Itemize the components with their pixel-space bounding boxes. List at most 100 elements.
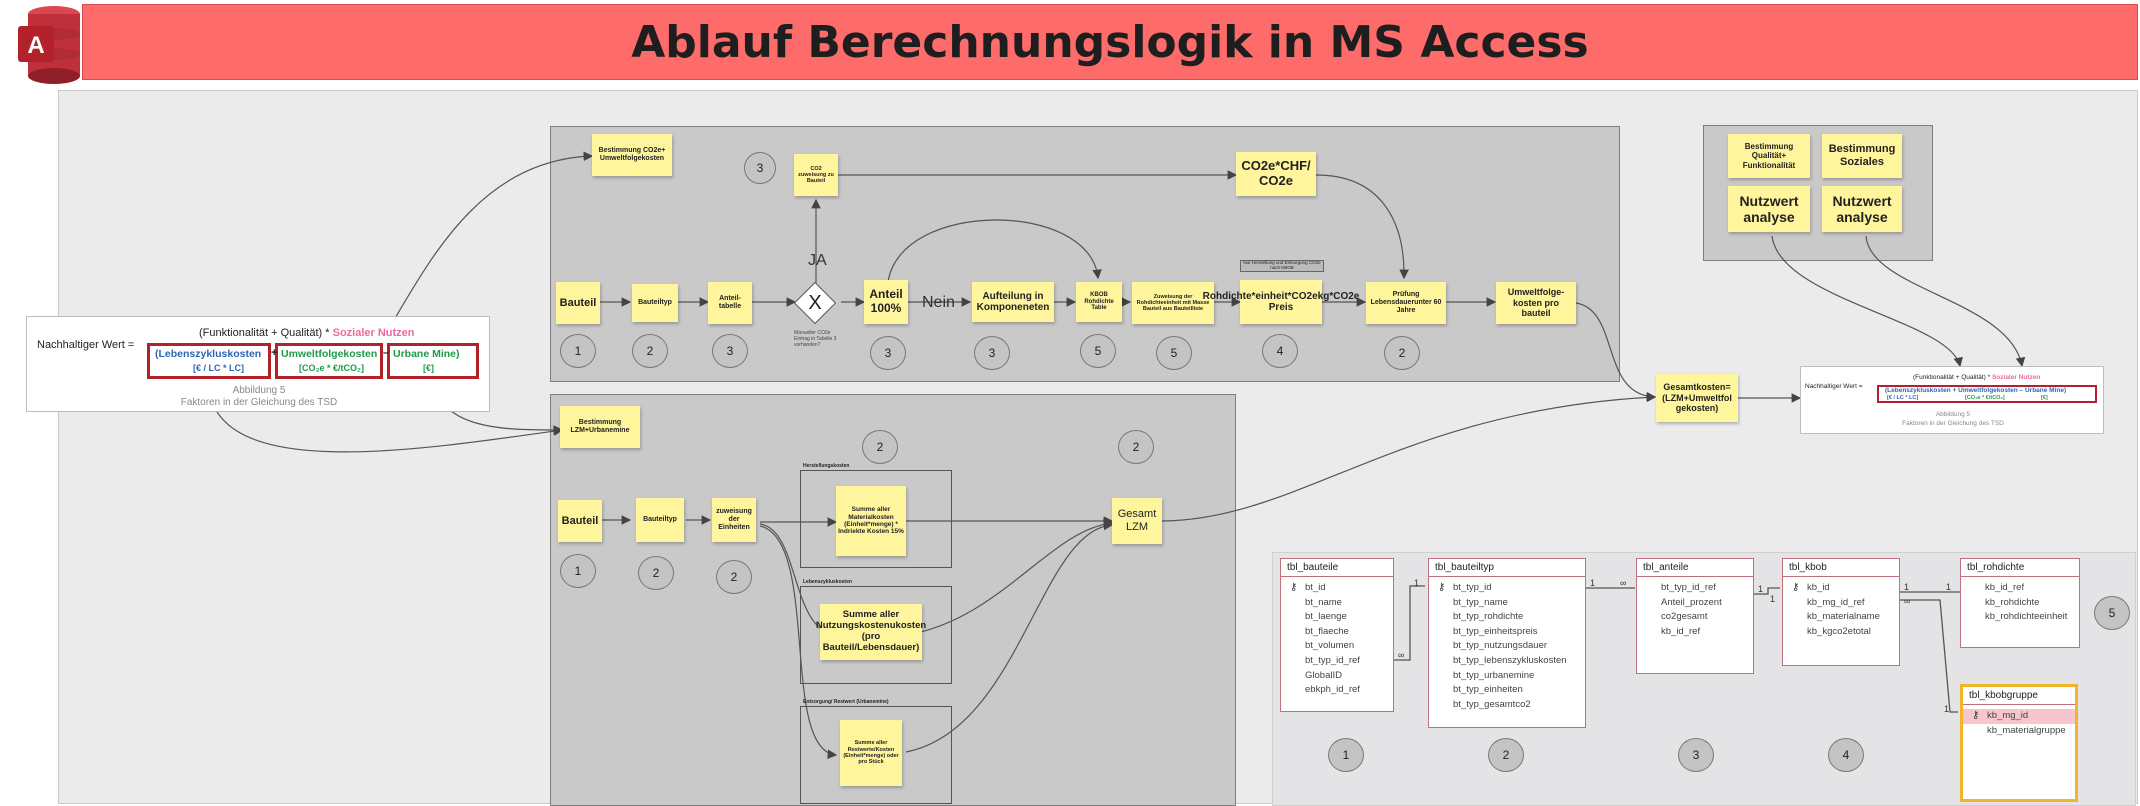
formula-unit-1: [€ / LC * LC] xyxy=(193,363,244,373)
db-field: bt_typ_lebenszykluskosten xyxy=(1453,654,1567,666)
note-kbob-table: KBOB Rohdichte Table xyxy=(1076,282,1122,322)
step-circle: 3 xyxy=(870,336,906,370)
note-rohdichte: Rohdichte*einheit*CO2ekg*CO2e Preis xyxy=(1203,280,1359,324)
step-circle: 4 xyxy=(1262,334,1298,368)
step-circle: 2 xyxy=(862,430,898,464)
note-pruefung: Prüfung Lebensdauerunter 60 Jahre xyxy=(1366,282,1446,324)
step-circle: 5 xyxy=(1080,334,1116,368)
note-zuweisung-einheiten: zuweisung der Einheiten xyxy=(712,498,756,542)
db-table-tbl_bauteile: tbl_bauteilebt_idbt_namebt_laengebt_flae… xyxy=(1280,558,1394,712)
note-anteil-100: Anteil 100% xyxy=(864,280,908,324)
step-circle: 2 xyxy=(1118,430,1154,464)
db-table-name: tbl_bauteile xyxy=(1281,559,1393,577)
relation-one: 1 xyxy=(1414,578,1420,588)
note-bestimmung-lzm: Bestimmung LZM+Urbanemine xyxy=(560,406,640,448)
label-nein: Nein xyxy=(922,294,955,311)
step-circle: 5 xyxy=(1156,336,1192,370)
note-gesamtkosten: Gesamtkosten= (LZM+Umweltfol gekosten) xyxy=(1656,374,1738,422)
db-field: bt_flaeche xyxy=(1305,625,1349,637)
formula-term-box-1 xyxy=(147,343,271,379)
formula-term-box-3 xyxy=(387,343,479,379)
db-table-tbl_bauteiltyp: tbl_bauteiltypbt_typ_idbt_typ_namebt_typ… xyxy=(1428,558,1586,728)
note-bestimmung-qualitaet: Bestimmung Qualität+ Funktionalität xyxy=(1728,134,1810,178)
table-circle: 1 xyxy=(1328,738,1364,772)
relation-one: 1 xyxy=(1770,594,1776,604)
page-title: Ablauf Berechnungslogik in MS Access xyxy=(631,16,1589,68)
note-nutzungskosten: Summe aller Nutzungskostenukosten (pro B… xyxy=(816,604,926,660)
step-circle: 2 xyxy=(1384,336,1420,370)
formula-top-line: (Funktionalität + Qualität) * Sozialer N… xyxy=(1913,374,2040,381)
db-field: bt_volumen xyxy=(1305,640,1355,652)
formula-term-box-2 xyxy=(275,343,383,379)
formula-card-left: Nachhaltiger Wert = (Funktionalität + Qu… xyxy=(26,316,490,412)
db-field: kb_rohdichte xyxy=(1985,596,2040,608)
step-circle: 2 xyxy=(716,560,752,594)
formula-top-line: (Funktionalität + Qualität) * Sozialer N… xyxy=(199,327,415,339)
decision-label: X xyxy=(808,292,822,314)
db-table-name: tbl_kbob xyxy=(1783,559,1899,577)
formula-caption: Abbildung 5 xyxy=(232,385,286,396)
step-circle: 2 xyxy=(638,556,674,590)
db-field: co2gesamt xyxy=(1661,611,1708,623)
step-circle: 2 xyxy=(632,334,668,368)
formula-term-box xyxy=(1877,385,2097,403)
formula-term-2: Umweltfolgekosten xyxy=(281,348,378,360)
step-circle: 3 xyxy=(712,334,748,368)
db-field: ebkph_id_ref xyxy=(1305,684,1360,696)
formula-unit-1: [€ / LC * LC] xyxy=(1887,395,1919,401)
note-bauteiltyp-lower: Bauteiltyp xyxy=(636,498,684,542)
box-label: Herstellungskosten xyxy=(803,463,850,469)
step-circle: 3 xyxy=(974,336,1010,370)
note-bauteil-lower: Bauteil xyxy=(558,500,602,542)
rohdichte-hint: Nur Herstellung und Entsorgung CO2e nach… xyxy=(1240,260,1324,272)
formula-unit-2: [CO₂e * €/tCO₂] xyxy=(1965,395,2005,401)
formula-caption: Abbildung 5 xyxy=(1935,411,1971,418)
note-zuweisung-rohdichte: Zuweisung der Rohdichteeinheit mit Masse… xyxy=(1132,282,1214,324)
svg-text:A: A xyxy=(27,32,44,59)
box-entsorgung: Entsorgung/ Restwert (Urbanemine) xyxy=(800,699,952,804)
db-field: bt_typ_nutzungsdauer xyxy=(1453,640,1548,652)
note-restwerte: Summe aller Restwerte/Kosten (Einheit*me… xyxy=(840,720,902,786)
formula-subcaption: Faktoren in der Gleichung des TSD xyxy=(1902,420,2004,427)
formula-top-b: Sozialer Nutzen xyxy=(1991,374,2041,381)
db-field: kb_rohdichteeinheit xyxy=(1985,611,2068,623)
db-field: kb_id_ref xyxy=(1661,625,1701,637)
formula-top-a: (Funktionalität + Qualität) * xyxy=(1913,374,1991,381)
db-field: kb_materialgruppe xyxy=(1987,724,2066,736)
note-anteiltabelle: Anteil-tabelle xyxy=(708,282,752,324)
formula-card-right: Nachhaltiger Wert = (Funktionalität + Qu… xyxy=(1800,366,2104,434)
box-herstellungskosten: Herstellungskosten xyxy=(800,463,952,568)
relation-one: 1 xyxy=(1904,582,1910,592)
step-circle: 1 xyxy=(560,554,596,588)
table-circle: 3 xyxy=(1678,738,1714,772)
db-field: bt_typ_einheitspreis xyxy=(1453,625,1538,637)
db-field: bt_typ_name xyxy=(1453,596,1508,608)
relation-one: 1 xyxy=(1590,578,1596,588)
db-field: bt_typ_urbanemine xyxy=(1453,669,1535,681)
box-lebenszykluskosten: Lebenszykluskosten xyxy=(800,579,952,684)
db-table-tbl_kbob: tbl_kbobkb_idkb_mg_id_refkb_materialname… xyxy=(1782,558,1900,666)
relation-one: 1 xyxy=(1944,704,1950,714)
db-field: Anteil_prozent xyxy=(1661,596,1722,608)
formula-top-a: (Funktionalität + Qualität) * xyxy=(199,327,330,339)
note-umweltfolgekosten: Umweltfolge-kosten pro bauteil xyxy=(1496,282,1576,324)
db-field: bt_laenge xyxy=(1305,611,1347,623)
box-label: Entsorgung/ Restwert (Urbanemine) xyxy=(803,699,889,705)
note-co2-zuweisung: CO2 zuweisung zu Bauteil xyxy=(794,154,838,196)
note-co2e-price: CO2e*CHF/ CO2e xyxy=(1236,152,1316,196)
db-field: GlobalID xyxy=(1305,669,1342,681)
formula-unit-3: [€] xyxy=(2041,395,2048,401)
formula-unit-3: [€] xyxy=(423,363,434,373)
db-field: bt_typ_gesamtco2 xyxy=(1453,698,1531,710)
box-label: Lebenszykluskosten xyxy=(803,579,852,585)
ms-access-logo-icon: A xyxy=(18,4,84,86)
db-table-name: tbl_kbobgruppe xyxy=(1963,687,2075,705)
db-table-name: tbl_bauteiltyp xyxy=(1429,559,1585,577)
note-materialkosten: Summe aller Materialkosten (Einheit*meng… xyxy=(836,486,906,556)
formula-unit-2: [CO₂e * €/tCO₂] xyxy=(299,363,365,373)
note-bestimmung-soziales: Bestimmung Soziales xyxy=(1822,134,1902,178)
note-bestimmung-co2e: Bestimmung CO2e+ Umweltfolgekosten xyxy=(592,134,672,176)
db-table-name: tbl_rohdichte xyxy=(1961,559,2079,577)
